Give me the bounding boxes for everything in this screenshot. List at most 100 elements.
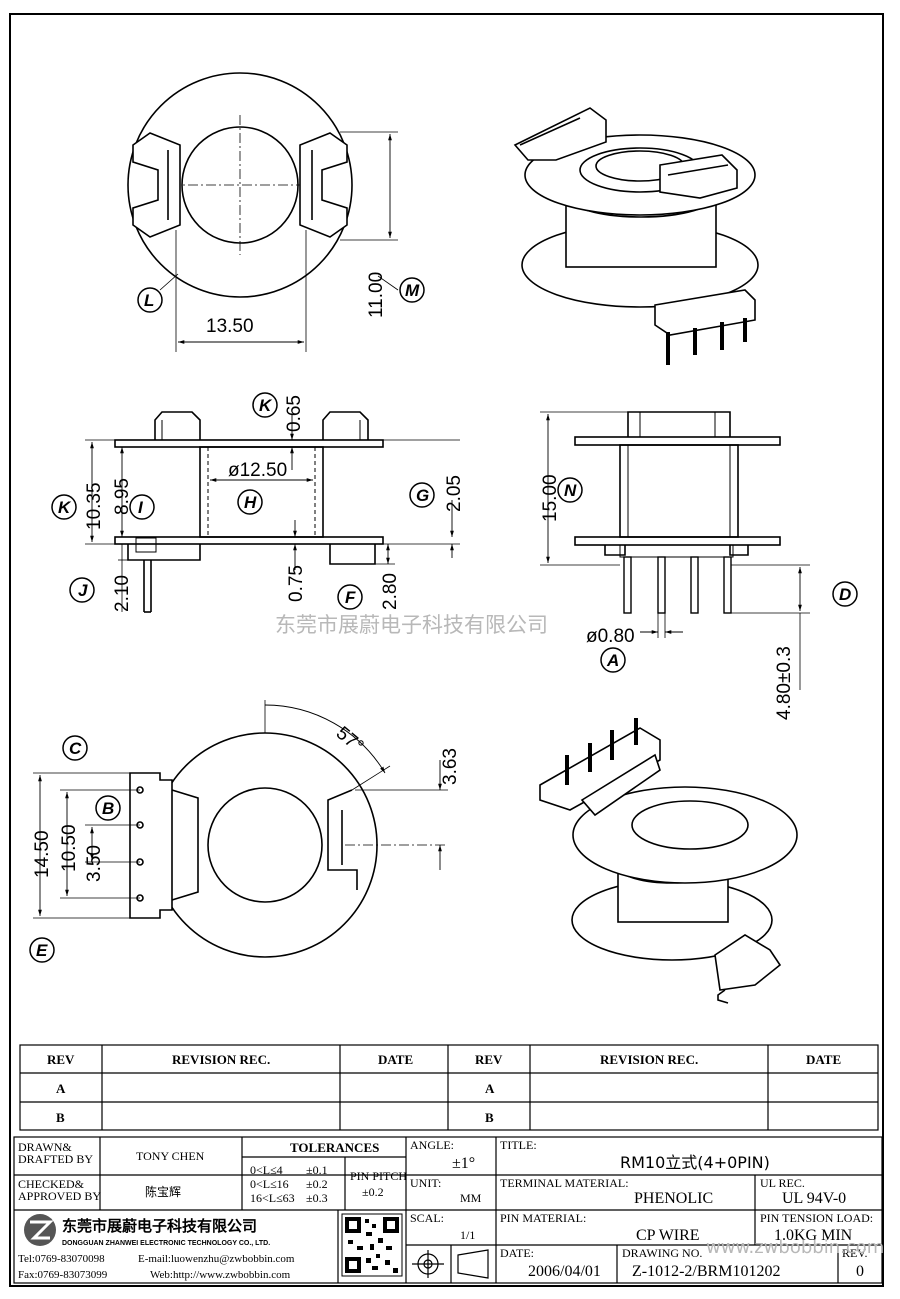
callout-f: F bbox=[337, 584, 363, 610]
rev-value: 0 bbox=[856, 1263, 864, 1280]
date-header-2: DATE bbox=[806, 1052, 841, 1067]
scale-value: 1/1 bbox=[460, 1228, 475, 1242]
callout-d: D bbox=[832, 581, 858, 607]
svg-text:K: K bbox=[259, 396, 273, 415]
pin-material-value: CP WIRE bbox=[636, 1227, 700, 1244]
ul-label: UL REC. bbox=[760, 1176, 805, 1190]
dim-overall-height: 10.35 bbox=[84, 482, 105, 530]
flange-outline bbox=[127, 72, 353, 298]
revision-header-2: REVISION REC. bbox=[600, 1052, 698, 1067]
company-name-cn: 东莞市展蔚电子科技有限公司 bbox=[62, 1217, 257, 1235]
qr-code-icon bbox=[341, 1213, 403, 1277]
revision-header-1: REVISION REC. bbox=[172, 1052, 270, 1067]
dim-c: 14.50 bbox=[32, 830, 53, 878]
svg-text:H: H bbox=[244, 493, 257, 512]
top-view bbox=[127, 72, 399, 352]
tol-range-2: 0<L≤16 bbox=[250, 1177, 289, 1191]
callout-e: E bbox=[29, 937, 55, 963]
tension-label: PIN TENSION LOAD: bbox=[760, 1211, 873, 1225]
dim-foot-height: 2.10 bbox=[112, 575, 133, 612]
svg-text:K: K bbox=[58, 498, 72, 517]
watermark-url: www.zwbobbin.com bbox=[706, 1237, 884, 1258]
side-view bbox=[540, 411, 810, 690]
callout-k-left: K bbox=[51, 494, 77, 520]
callout-n: N bbox=[557, 477, 583, 503]
title-value: RM10立式(4+0PIN) bbox=[620, 1153, 770, 1172]
unit-label: UNIT: bbox=[410, 1176, 441, 1190]
svg-text:J: J bbox=[78, 581, 88, 600]
watermark-text: 东莞市展蔚电子科技有限公司 bbox=[275, 613, 548, 637]
dim-flange-thickness: 0.65 bbox=[284, 395, 305, 432]
callout-i: I bbox=[129, 494, 155, 520]
top-flange bbox=[114, 439, 384, 448]
dim-inner-height: 8.95 bbox=[112, 478, 133, 515]
company-name-en: DONGGUAN ZHANWEI ELECTRONIC TECHNOLOGY C… bbox=[62, 1240, 270, 1247]
drawing-value: Z-1012-2/BRM101202 bbox=[632, 1263, 780, 1280]
dim-f: 2.80 bbox=[380, 573, 401, 610]
callout-b: B bbox=[95, 795, 121, 821]
callout-c: C bbox=[62, 735, 88, 761]
callout-h: H bbox=[237, 489, 263, 515]
callout-a: A bbox=[600, 647, 626, 673]
dim-pitch: 3.50 bbox=[84, 845, 105, 882]
pin-pitch-label: PIN PITCH bbox=[350, 1169, 407, 1183]
svg-text:L: L bbox=[144, 291, 154, 310]
iso-view-top bbox=[513, 107, 759, 365]
dim-wall-thickness: 0.75 bbox=[286, 565, 307, 602]
date-header-1: DATE bbox=[378, 1052, 413, 1067]
date-value: 2006/04/01 bbox=[528, 1263, 601, 1280]
dim-angle: 57° bbox=[332, 723, 368, 758]
left-clip bbox=[132, 132, 181, 238]
approved-by: 陈宝辉 bbox=[145, 1184, 181, 1199]
angle-value: ±1° bbox=[452, 1155, 475, 1172]
svg-text:M: M bbox=[405, 281, 420, 300]
unit-value: MM bbox=[460, 1191, 482, 1205]
dim-top-width: 13.50 bbox=[206, 316, 254, 337]
rev-label: REV. bbox=[842, 1246, 867, 1260]
angle-label: ANGLE: bbox=[410, 1138, 454, 1152]
company-web: Web:http://www.zwbobbin.com bbox=[150, 1269, 291, 1281]
scale-label: SCAL: bbox=[410, 1211, 444, 1225]
callout-g: G bbox=[409, 482, 435, 508]
callout-l: L bbox=[137, 287, 163, 313]
svg-text:N: N bbox=[564, 481, 577, 500]
revision-table bbox=[19, 1044, 879, 1131]
company-logo-icon bbox=[24, 1214, 56, 1246]
front-view bbox=[85, 411, 460, 613]
callout-j: J bbox=[69, 577, 95, 603]
title-block bbox=[13, 1136, 883, 1284]
projection-symbol-icon bbox=[412, 1249, 489, 1279]
svg-text:D: D bbox=[839, 585, 851, 604]
ul-value: UL 94V-0 bbox=[782, 1190, 846, 1207]
svg-text:G: G bbox=[416, 486, 429, 505]
svg-text:E: E bbox=[36, 941, 48, 960]
pin-material-label: PIN MATERIAL: bbox=[500, 1211, 586, 1225]
company-tel: Tel:0769-83070098 bbox=[18, 1253, 105, 1265]
dim-bore-diameter: ø12.50 bbox=[228, 460, 287, 481]
company-email: E-mail:luowenzhu@zwbobbin.com bbox=[138, 1253, 295, 1265]
rev-header-1: REV bbox=[47, 1052, 75, 1067]
dim-g: 2.05 bbox=[444, 475, 465, 512]
rev-row-b-2: B bbox=[485, 1110, 494, 1125]
dim-pin-diameter: ø0.80 bbox=[586, 626, 635, 647]
terminal-label: TERMINAL MATERIAL: bbox=[500, 1176, 629, 1190]
rev-row-a-2: A bbox=[485, 1081, 495, 1096]
callout-k-top: K bbox=[252, 392, 278, 418]
tol-range-3: 16<L≤63 bbox=[250, 1191, 295, 1205]
svg-text:I: I bbox=[138, 498, 144, 517]
sheet-border bbox=[9, 13, 884, 1287]
dim-top-height: 11.00 bbox=[366, 272, 387, 318]
pin-pitch-tol: ±0.2 bbox=[362, 1185, 384, 1199]
title-label: TITLE: bbox=[500, 1138, 537, 1152]
tension-value: 1.0KG MIN bbox=[774, 1227, 853, 1244]
iso-view-bottom bbox=[539, 718, 798, 1004]
terminal-value: PHENOLIC bbox=[634, 1190, 713, 1207]
dim-slot-width: 3.63 bbox=[440, 748, 461, 785]
dim-total-height: 15.00 bbox=[540, 474, 561, 522]
date-label: DATE: bbox=[500, 1246, 534, 1260]
company-fax: Fax:0769-83073099 bbox=[18, 1269, 108, 1281]
drawn-by: TONY CHEN bbox=[136, 1149, 205, 1163]
dim-pin-length: 4.80±0.3 bbox=[774, 646, 795, 720]
